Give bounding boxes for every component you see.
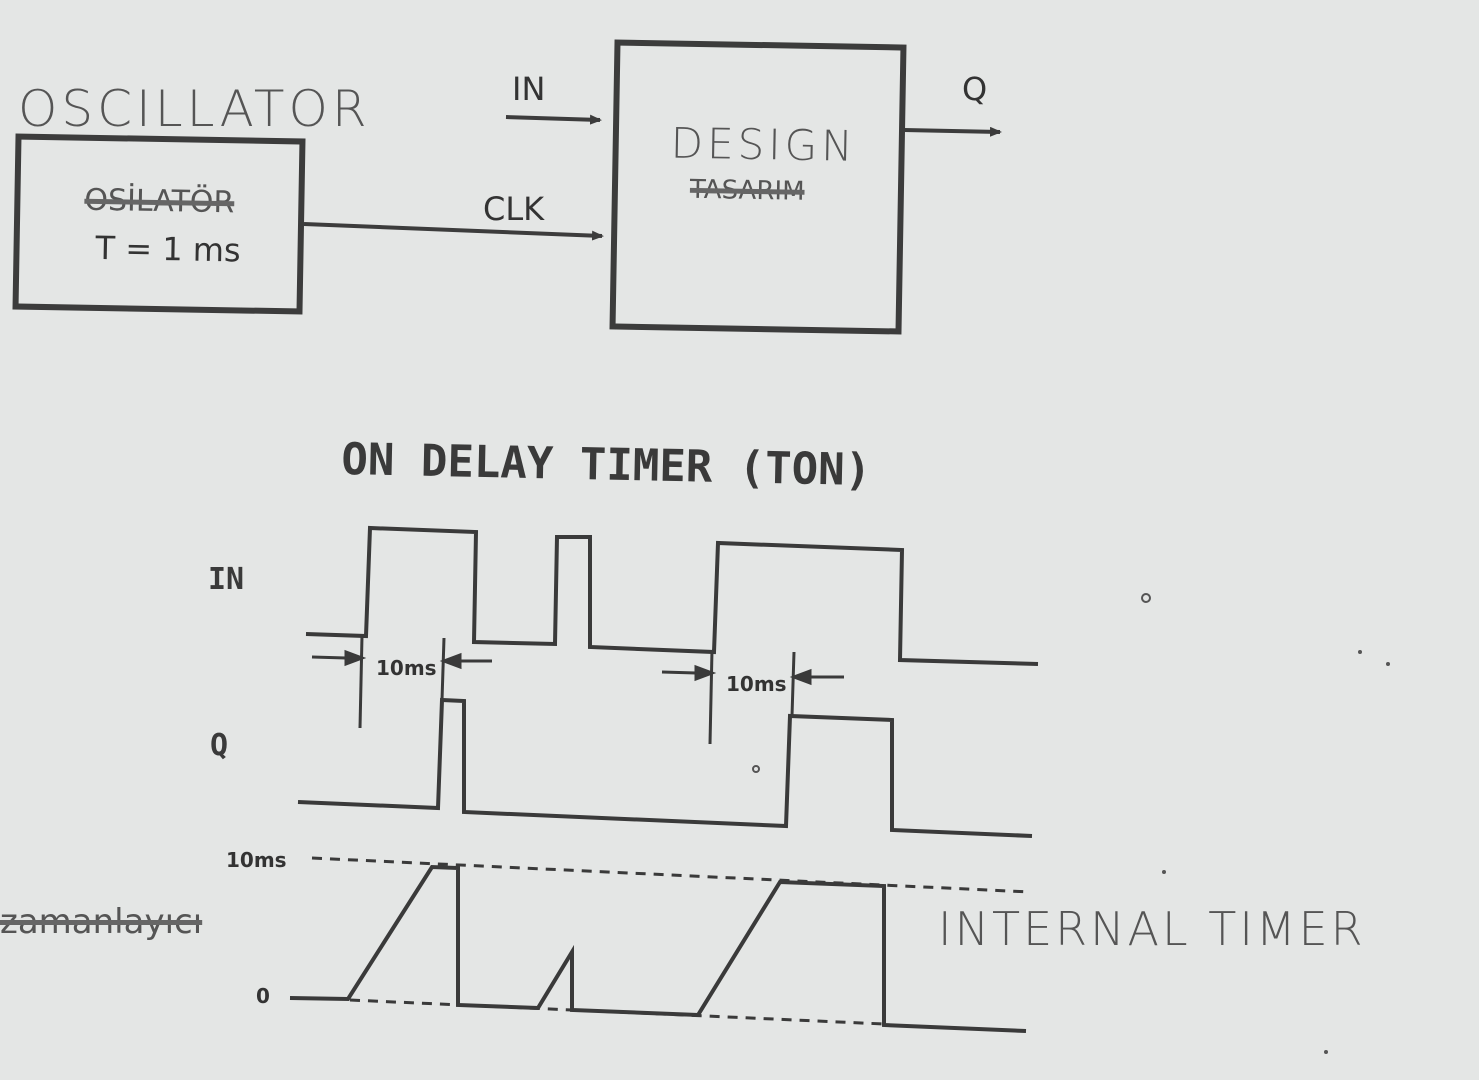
delay-label-1: 10ms [376,656,437,680]
q-arrow [903,126,1002,137]
block-diagram-arrows [303,114,1002,241]
timer-struck-label: zamanlayıcı [0,902,203,942]
timer-max-label: 10ms [226,848,287,872]
timing-waveforms [289,525,1390,1054]
delay-arrow-2a [661,670,697,675]
clk-input-label: CLK [483,190,545,228]
in-input-label: IN [512,70,546,108]
q-waveform [297,697,1033,838]
delay-marker-2-right [790,651,796,717]
in-arrow [505,114,602,125]
delay-arrow-1a [311,655,347,660]
q-signal-label: Q [210,728,229,763]
delay-marker-1-right [440,637,446,701]
oscillator-handwritten-label: OSCILLATOR [18,80,371,138]
q-output-label: Q [962,70,988,108]
clk-arrow [303,222,604,241]
delay-marker-1-left [358,635,364,729]
internal-timer-waveform [289,864,1027,1033]
timer-max-dashed-line [311,856,1031,894]
delay-marker-2-left [708,649,714,745]
internal-timer-handwritten-label: INTERNAL TIMER [938,902,1366,956]
timer-zero-label: 0 [256,984,270,1008]
in-waveform [305,525,1039,666]
in-signal-label: IN [208,562,245,597]
delay-label-2: 10ms [726,672,787,696]
